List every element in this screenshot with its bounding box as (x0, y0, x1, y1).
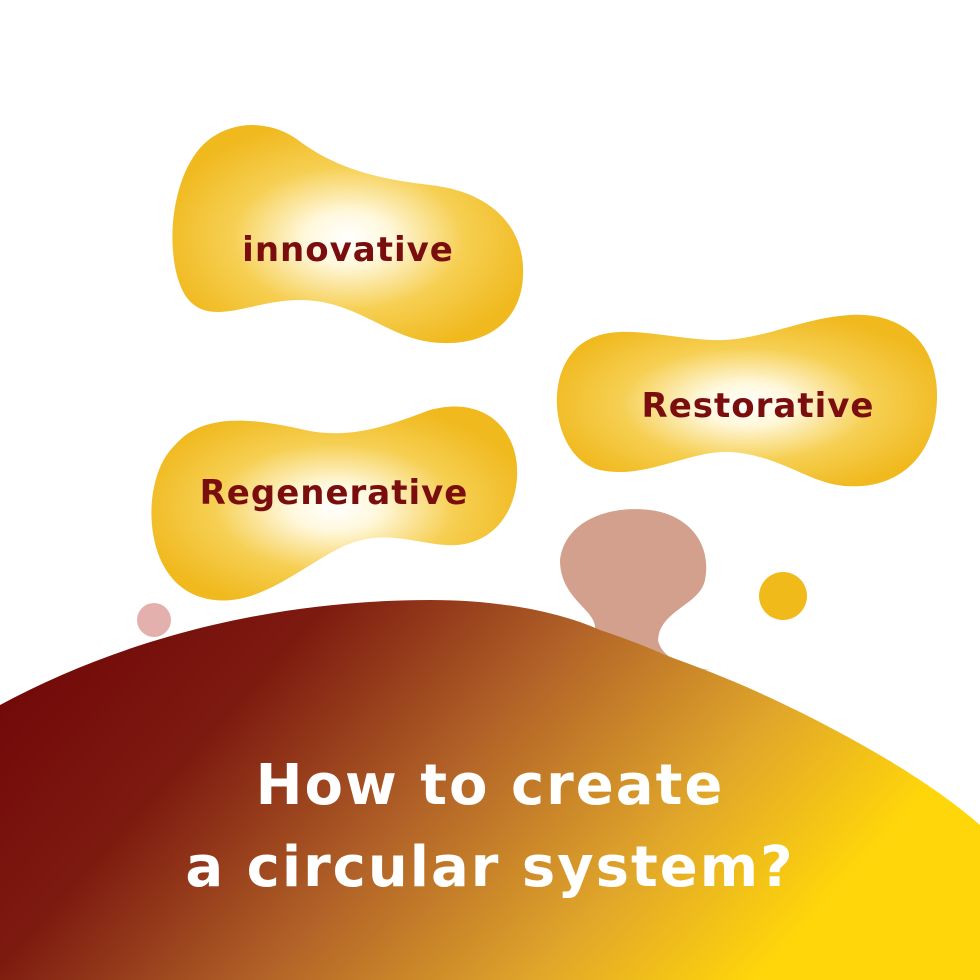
headline-line-2: a circular system? (185, 835, 795, 900)
bubble-innovative (172, 125, 524, 344)
bubble-regenerative (151, 406, 518, 601)
gold-dot (759, 572, 807, 620)
label-regenerative: Regenerative (199, 473, 469, 513)
label-innovative: innovative (242, 230, 454, 270)
headline-line-1: How to create (255, 753, 725, 818)
gradient-hill (0, 600, 980, 980)
pink-dot (137, 603, 171, 637)
label-restorative: Restorative (641, 386, 875, 426)
bubble-restorative (556, 314, 938, 487)
